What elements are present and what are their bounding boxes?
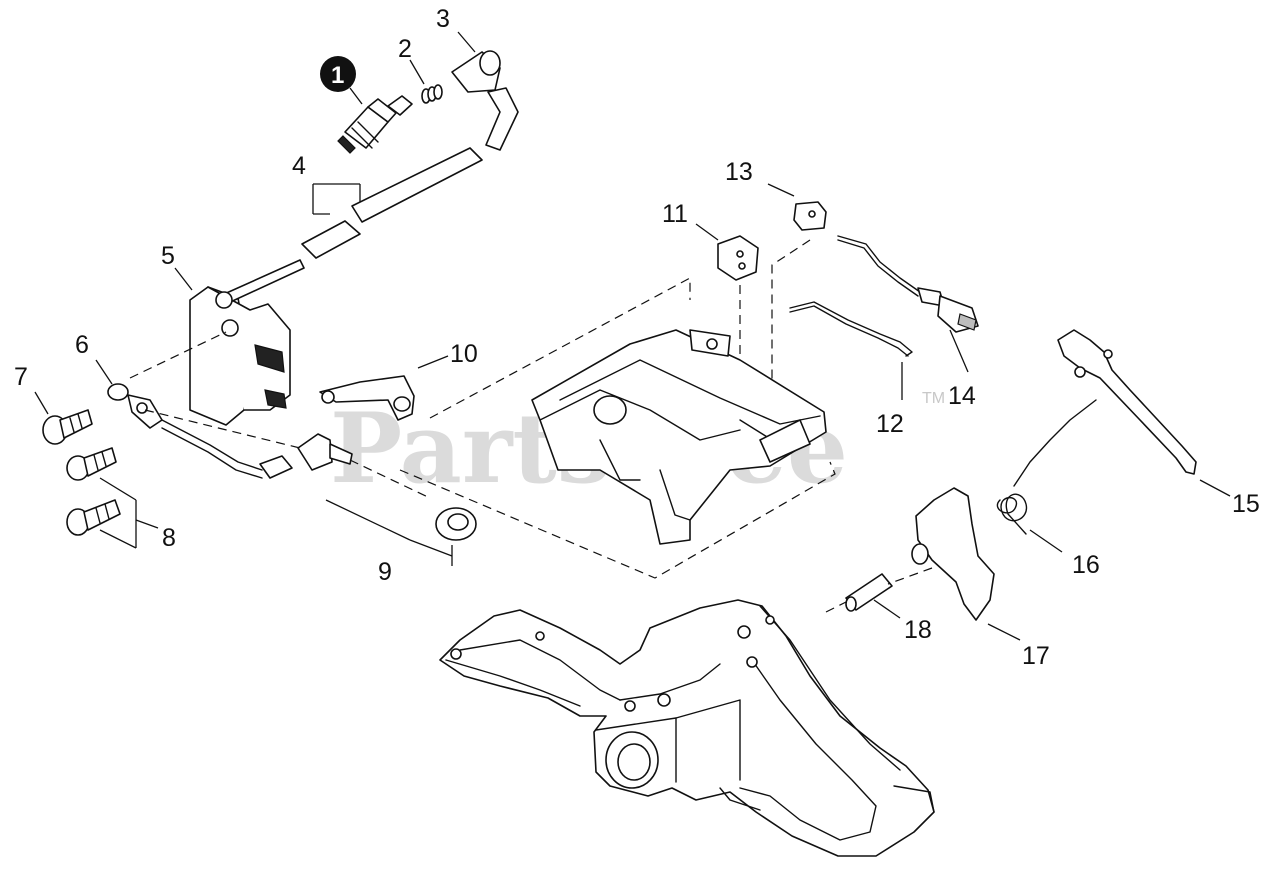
callout-17[interactable]: 17 bbox=[1022, 642, 1050, 670]
part-3-plug-cap[interactable] bbox=[451, 50, 519, 151]
leader-2 bbox=[409, 59, 425, 85]
part-13-clip[interactable] bbox=[793, 201, 827, 231]
callout-18[interactable]: 18 bbox=[904, 616, 932, 644]
part-14-throttle-rod[interactable] bbox=[837, 235, 979, 333]
callout-15[interactable]: 15 bbox=[1232, 490, 1260, 518]
callout-7[interactable]: 7 bbox=[14, 363, 28, 391]
part-16-spring[interactable] bbox=[996, 399, 1097, 535]
callout-4[interactable]: 4 bbox=[292, 152, 306, 180]
part-2-spring[interactable] bbox=[421, 84, 443, 104]
watermark-tm: TM bbox=[922, 390, 945, 407]
part-8-bolts[interactable] bbox=[66, 447, 121, 536]
part-7-screw[interactable] bbox=[42, 409, 93, 445]
leader-3 bbox=[457, 31, 476, 53]
callout-13[interactable]: 13 bbox=[725, 158, 753, 186]
part-5-ignition-coil[interactable] bbox=[189, 259, 305, 426]
part-9-stop-switch[interactable] bbox=[297, 433, 477, 541]
callout-10[interactable]: 10 bbox=[450, 340, 478, 368]
callout-1-badge[interactable]: 1 bbox=[320, 56, 356, 92]
callout-16[interactable]: 16 bbox=[1072, 551, 1100, 579]
leader-17 bbox=[987, 623, 1021, 641]
leader-9 bbox=[325, 499, 453, 566]
part-15-throttle-lever[interactable] bbox=[1057, 329, 1197, 475]
callout-9[interactable]: 9 bbox=[378, 558, 392, 586]
leader-16 bbox=[1029, 529, 1063, 553]
callout-6[interactable]: 6 bbox=[75, 331, 89, 359]
leader-15 bbox=[1199, 479, 1231, 497]
leader-5 bbox=[174, 267, 193, 291]
callout-3[interactable]: 3 bbox=[436, 5, 450, 33]
reference-line-18 bbox=[825, 567, 933, 613]
part-18-pin[interactable] bbox=[845, 573, 893, 612]
callout-8[interactable]: 8 bbox=[162, 524, 176, 552]
callout-14[interactable]: 14 bbox=[948, 382, 976, 410]
part-17-trigger[interactable] bbox=[911, 487, 995, 621]
part-4-lead-tube[interactable] bbox=[301, 147, 483, 259]
callout-11[interactable]: 11 bbox=[662, 200, 688, 228]
part-11-clip[interactable] bbox=[717, 235, 759, 281]
part-10-lever[interactable] bbox=[319, 375, 415, 421]
leader-1 bbox=[349, 87, 363, 105]
callout-12[interactable]: 12 bbox=[876, 410, 904, 438]
leader-10 bbox=[417, 355, 449, 369]
leader-14 bbox=[949, 329, 969, 373]
part-12-rod[interactable] bbox=[789, 301, 913, 357]
leader-8 bbox=[99, 477, 159, 549]
leader-18 bbox=[873, 599, 901, 619]
callout-5[interactable]: 5 bbox=[161, 242, 175, 270]
leader-7 bbox=[34, 391, 49, 415]
callout-2[interactable]: 2 bbox=[398, 35, 412, 63]
leader-13 bbox=[767, 183, 795, 197]
part-1-spark-plug[interactable] bbox=[337, 95, 413, 154]
callout-1: 1 bbox=[331, 62, 344, 89]
chassis-frame[interactable] bbox=[531, 329, 827, 545]
rear-handle[interactable] bbox=[439, 599, 935, 857]
leader-11 bbox=[695, 223, 719, 241]
part-6-ground-wire[interactable] bbox=[107, 383, 293, 479]
leader-6 bbox=[95, 359, 113, 385]
